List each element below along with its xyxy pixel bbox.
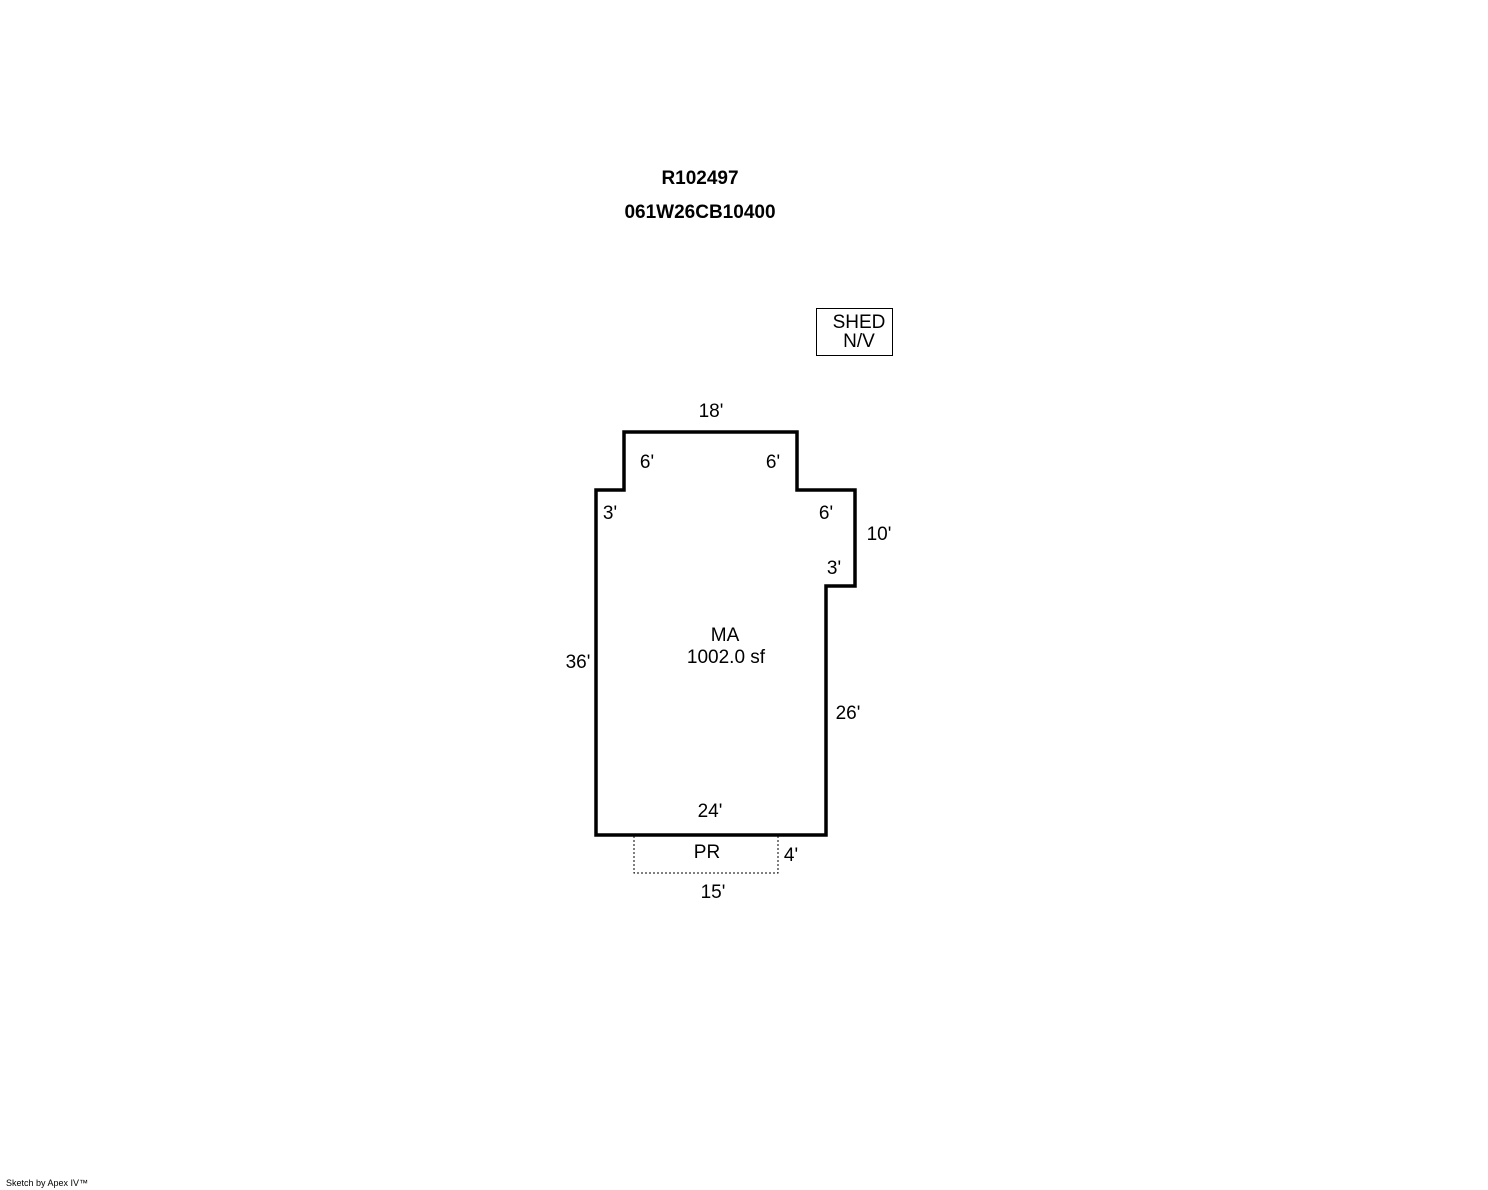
dimension-left-step: 3' xyxy=(603,503,617,524)
shed-status: N/V xyxy=(843,331,875,352)
dimension-notch-right: 6' xyxy=(766,452,780,473)
account-number: R102497 xyxy=(661,168,739,189)
main-area-outline xyxy=(594,430,857,837)
shed-box xyxy=(816,308,893,356)
dimension-left-side: 36' xyxy=(566,652,591,673)
main-area-size: 1002.0 sf xyxy=(687,647,766,668)
dimension-right-bump-width: 10' xyxy=(867,524,892,545)
software-credit: Sketch by Apex IV™ xyxy=(6,1178,89,1188)
porch-code: PR xyxy=(694,842,720,863)
dimension-bottom: 24' xyxy=(698,801,723,822)
main-area-code: MA xyxy=(711,625,740,646)
dimension-porch-depth: 4' xyxy=(784,845,798,866)
dimension-top: 18' xyxy=(699,401,724,422)
map-number: 061W26CB10400 xyxy=(624,202,776,223)
dimension-porch-width: 15' xyxy=(701,882,726,903)
dimension-right-bump-step: 3' xyxy=(827,558,841,579)
dimension-notch-left: 6' xyxy=(640,452,654,473)
shed-label: SHED xyxy=(833,312,886,333)
porch-outline xyxy=(633,836,779,874)
dimension-right-side: 26' xyxy=(836,703,861,724)
dimension-right-step: 6' xyxy=(819,503,833,524)
